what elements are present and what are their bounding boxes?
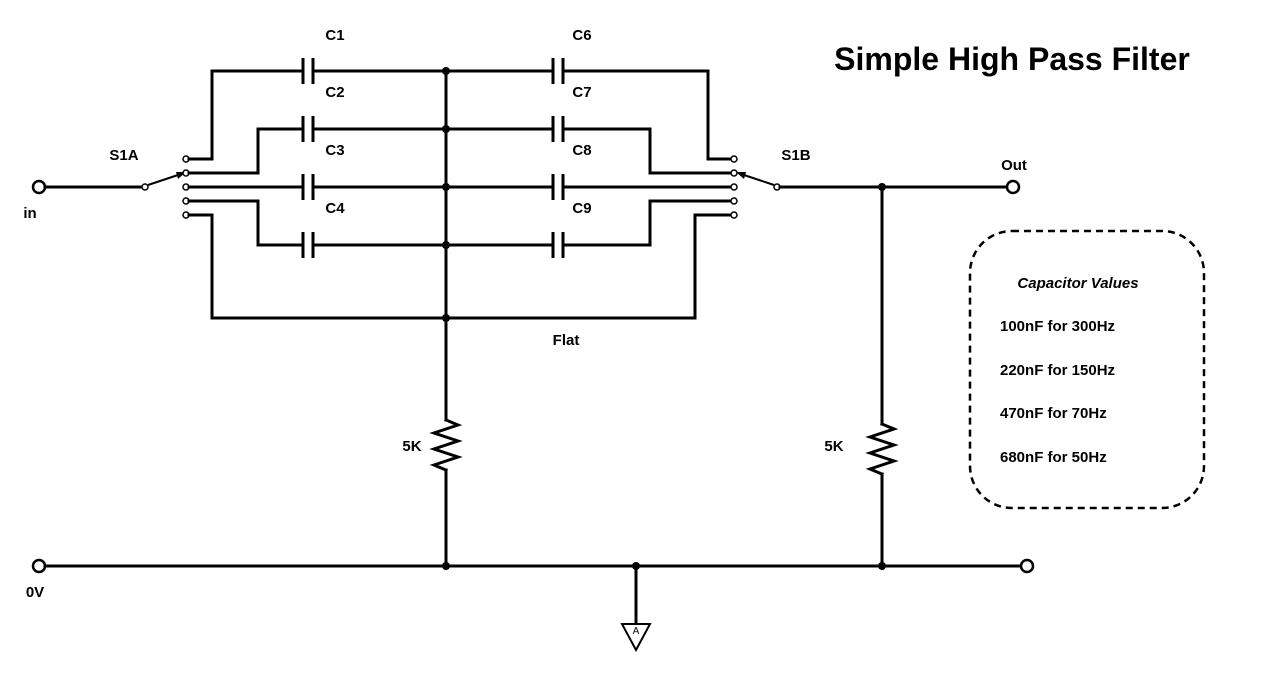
input-terminal <box>31 179 47 195</box>
wire-c9-s1b <box>564 199 732 247</box>
label-c7: C7 <box>572 84 591 101</box>
s1b-contacts <box>730 155 738 219</box>
capacitor-c1 <box>301 58 315 84</box>
output-terminal <box>1005 179 1021 195</box>
wire-c7-s1b <box>564 127 732 175</box>
diagram-title: Simple High Pass Filter <box>834 41 1190 77</box>
label-c8: C8 <box>572 142 591 159</box>
capacitor-c4 <box>301 232 315 258</box>
resistor-r2 <box>865 422 899 476</box>
capacitor-c3 <box>301 174 315 200</box>
capacitor-values-legend: Capacitor Values 100nF for 300Hz 220nF f… <box>968 229 1206 510</box>
label-output: Out <box>1001 157 1027 174</box>
ground-terminal-left <box>31 558 47 574</box>
wire-s1a-c4 <box>187 199 302 247</box>
s1a-wiper <box>147 172 186 186</box>
wire-s1a-c1 <box>187 69 302 161</box>
legend-item: 220nF for 150Hz <box>1000 362 1115 379</box>
capacitor-c2 <box>301 116 315 142</box>
legend-item: 100nF for 300Hz <box>1000 318 1115 335</box>
label-s1a: S1A <box>109 147 138 164</box>
legend-item: 680nF for 50Hz <box>1000 449 1107 466</box>
label-ground: 0V <box>26 584 44 601</box>
label-c6: C6 <box>572 27 591 44</box>
capacitor-c6 <box>551 58 565 84</box>
label-c4: C4 <box>325 200 345 217</box>
wire-c6-s1b <box>564 69 732 161</box>
ground-symbol-label: A <box>633 626 640 637</box>
capacitor-c7 <box>551 116 565 142</box>
resistor-r1 <box>429 418 463 472</box>
capacitor-c9 <box>551 232 565 258</box>
legend-heading: Capacitor Values <box>1017 275 1138 292</box>
wire-s1a-c2 <box>187 127 302 175</box>
label-r1: 5K <box>402 438 421 455</box>
label-input: in <box>23 205 36 222</box>
label-r2: 5K <box>824 438 843 455</box>
label-flat: Flat <box>553 332 580 349</box>
label-c1: C1 <box>325 27 344 44</box>
capacitor-c8 <box>551 174 565 200</box>
ground-symbol-icon: A <box>620 623 652 653</box>
ground-terminal-right <box>1019 558 1035 574</box>
s1b-wiper <box>736 172 775 186</box>
junction-dots-center <box>442 67 450 322</box>
label-c3: C3 <box>325 142 344 159</box>
label-s1b: S1B <box>781 147 810 164</box>
legend-item: 470nF for 70Hz <box>1000 405 1107 422</box>
label-c2: C2 <box>325 84 344 101</box>
s1a-common-contact <box>141 183 149 191</box>
label-c9: C9 <box>572 200 591 217</box>
wire-flat-bypass <box>187 213 732 320</box>
